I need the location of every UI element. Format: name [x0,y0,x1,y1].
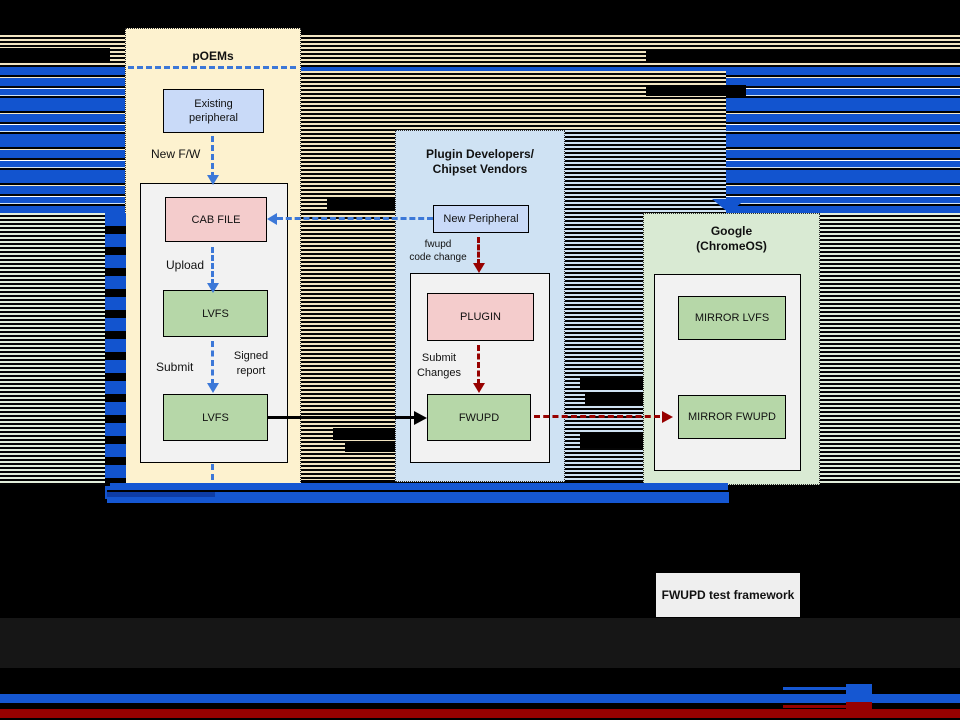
glitch-band-green-left [0,213,105,485]
glitch-blue-line [126,67,960,71]
glitch-darkgray-band [0,618,960,668]
glitch-blue-bar-upper [110,483,728,490]
new-fw-label: New F/W [151,147,201,161]
signed-report-label: Signed report [226,349,276,379]
lvfs-lower-node: LVFS [163,394,268,441]
arrow-lvfs-to-fwupd-head [414,411,427,425]
glitch-black-seg [585,392,643,405]
glitch-band-blue-right [726,67,960,213]
glitch-bar-gap [107,490,729,492]
arrow-submit-line [211,341,214,385]
poems-panel-title: pOEMs [192,49,234,63]
fwupd-code-change-line2: code change [409,252,467,263]
signed-report-line1: Signed [233,350,269,362]
glitch-black-seg [0,48,110,62]
poems-dashed-divider [128,66,296,69]
fwupd-code-change-label: fwupd code change [405,238,471,264]
google-title-line1: Google [710,224,753,238]
arrow-newperiph-to-cab-head [267,213,277,225]
glitch-blue-bar-lower [107,492,729,503]
google-title-line2: (ChromeOS) [696,239,767,253]
plugin-devs-title-line1: Plugin Developers/ [425,147,535,161]
fwupd-code-change-line1: fwupd [424,239,452,250]
lvfs-upper-node: LVFS [163,290,268,337]
glitch-black-seg [327,197,395,210]
mirror-fwupd-node: MIRROR FWUPD [678,395,786,439]
upload-label: Upload [166,258,205,272]
glitch-blue-dash-column [105,213,126,502]
submit-changes-line2: Changes [416,367,462,379]
arrow-upload-line [211,247,214,285]
signed-report-line2: report [236,365,266,377]
glitch-band-green-right [820,213,960,485]
new-peripheral-node: New Peripheral [433,205,529,233]
glitch-black-seg [333,428,395,440]
arrow-submit-head [207,383,219,393]
poems-bottom-dash-stub [211,464,214,490]
plugin-node: PLUGIN [427,293,534,341]
glitch-blue-block [846,684,872,702]
glitch-red-block [846,702,872,713]
plugin-devs-title-line2: Chipset Vendors [432,162,528,176]
fwupd-node: FWUPD [427,394,531,441]
glitch-blue-bottom-bar [0,694,960,703]
glitch-black-seg [580,433,643,448]
glitch-band-blue-left [0,67,126,213]
glitch-black-seg [646,85,746,96]
submit-changes-label: Submit Changes [410,351,468,381]
glitch-red-bottom-bar [0,709,960,718]
glitch-navy-seg [107,492,215,497]
submit-changes-line1: Submit [421,352,457,364]
arrow-lvfs-to-fwupd-line [268,416,414,419]
glitch-red-thin-line [783,705,847,708]
glitch-black-seg [646,50,960,62]
submit-label: Submit [156,360,194,374]
arrow-submit-changes-line [477,345,480,385]
mirror-lvfs-node: MIRROR LVFS [678,296,786,340]
arrow-code-change-head [473,263,485,273]
arrow-code-change-line [477,237,480,265]
existing-peripheral-node: Existing peripheral [163,89,264,133]
glitch-black-seg [345,443,395,452]
arrow-fwupd-to-mirror-head [662,411,673,423]
fwupd-test-framework-box: FWUPD test framework [656,573,800,617]
arrow-newfw-line [211,136,214,178]
arrow-newperiph-to-cab-line [277,217,433,220]
glitch-blue-thin-line [783,687,847,690]
glitch-blue-arrowhead-down [712,199,746,213]
arrow-fwupd-to-mirror-line [534,415,660,418]
arrow-newfw-head [207,175,219,185]
arrow-upload-head [207,283,219,293]
cab-file-node: CAB FILE [165,197,267,242]
glitch-black-seg [580,378,643,390]
arrow-submit-changes-head [473,383,485,393]
